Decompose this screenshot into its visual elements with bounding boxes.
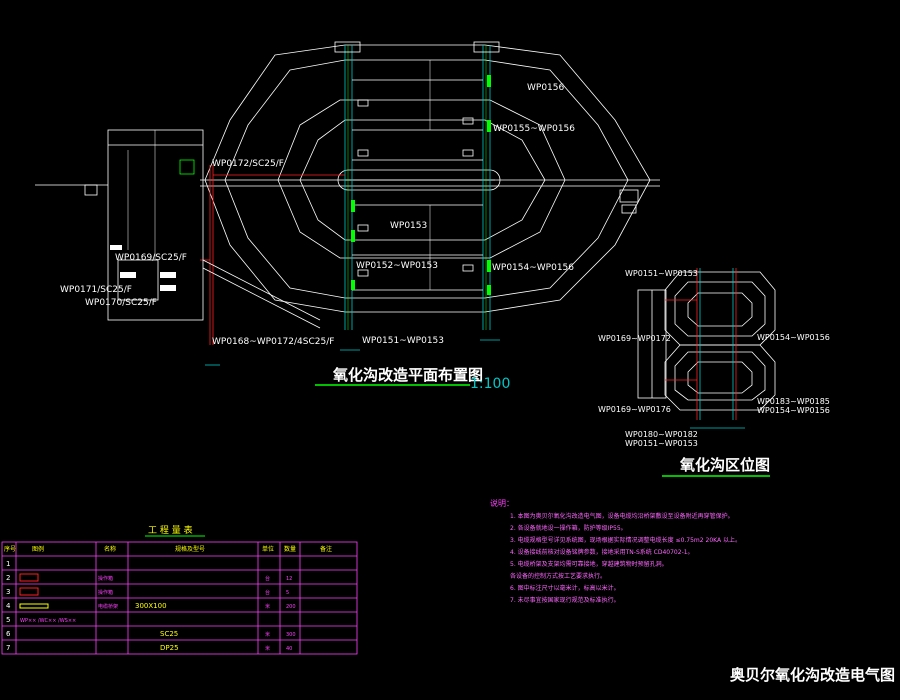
table-row-no: 6 — [6, 630, 11, 638]
legend-text: WP×× /WC×× /WS×× — [20, 618, 76, 624]
table-row-no: 5 — [6, 616, 10, 624]
table-cell-unit: 米 — [265, 603, 270, 610]
note-line: 2. 各设备就地设一操作箱，防护等级IP55。 — [510, 524, 627, 532]
table-cell-qty: 300 — [286, 632, 296, 638]
label-wp0156: WP0156 — [527, 83, 565, 93]
loc-label-wp0180-0182: WP0180~WP0182 — [625, 430, 698, 439]
oxidation-ditch-plan — [35, 41, 660, 366]
label-wp0168-4sc25: WP0168~WP0172/4SC25/F — [212, 337, 334, 347]
legend-box-icon — [19, 587, 39, 596]
table-cell-unit: 米 — [265, 631, 270, 638]
drawing-title: 奥贝尔氧化沟改造电气图 — [730, 666, 895, 684]
table-cell-qty: 12 — [286, 576, 292, 582]
label-wp0153: WP0153 — [390, 221, 427, 231]
table-cell-unit: 台 — [265, 589, 270, 596]
table-header: 图例 — [32, 545, 44, 553]
note-line: 5. 电缆桥架及支架均需可靠接地，穿越建筑物时预留孔洞。 — [510, 560, 668, 568]
quantity-table: 工 程 量 表 序号 图例 名称 规格及型号 单位 数量 备注 1 2 3 — [1, 524, 358, 655]
table-header: 备注 — [320, 545, 332, 553]
loc-label-wp0169-0172: WP0169~WP0172 — [598, 334, 671, 343]
note-line: 1. 本图为奥贝尔氧化沟改造电气图，设备电缆均沿桥架敷设至设备附近再穿管保护。 — [510, 512, 734, 520]
table-cell-qty: 5 — [286, 590, 289, 596]
table-row-no: 2 — [6, 574, 10, 582]
label-wp0171-sc25: WP0171/SC25/F — [60, 285, 132, 295]
loc-label-wp0154-0156-b: WP0154~WP0156 — [757, 406, 830, 415]
table-cell-qty: 200 — [286, 604, 296, 610]
loc-label-wp0151-0153-b: WP0151~WP0153 — [625, 439, 698, 448]
table-cell-qty: 40 — [286, 646, 292, 652]
note-line: 3. 电缆规格型号详见系统图，现场根据实际情况调整电缆长度 ≤0.75m2 20… — [510, 536, 741, 544]
legend-box-icon — [19, 573, 39, 582]
design-notes: 说明： 1. 本图为奥贝尔氧化沟改造电气图，设备电缆均沿桥架敷设至设备附近再穿管… — [490, 498, 741, 604]
table-cell-name: 操作箱 — [98, 575, 113, 582]
notes-heading: 说明： — [490, 498, 514, 508]
label-wp0169-sc25: WP0169/SC25/F — [115, 253, 187, 263]
note-line: 7. 未尽事宜按国家现行规范及标准执行。 — [510, 596, 620, 604]
label-wp0172-sc25: WP0172/SC25/F — [212, 159, 284, 169]
table-cell-unit: 米 — [265, 645, 270, 652]
plan-title: 氧化沟改造平面布置图 — [332, 366, 483, 384]
note-line: 各设备的控制方式按工艺要求执行。 — [510, 572, 606, 580]
table-header: 规格及型号 — [175, 545, 205, 553]
table-row-no: 1 — [6, 560, 10, 568]
loc-label-wp0169-0176: WP0169~WP0176 — [598, 405, 671, 414]
table-header: 数量 — [284, 545, 296, 553]
table-header: 序号 — [4, 545, 16, 553]
table-cell-name: 电缆桥架 — [98, 603, 118, 610]
table-cell-unit: 台 — [265, 575, 270, 582]
label-wp0170-sc25: WP0170/SC25/F — [85, 298, 157, 308]
note-line: 6. 图中标注尺寸以毫米计，标高以米计。 — [510, 584, 620, 592]
table-row-no: 7 — [6, 644, 10, 652]
table-cell-spec: 300X100 — [135, 602, 167, 610]
label-wp0152-0153: WP0152~WP0153 — [356, 261, 438, 271]
table-row-no: 4 — [6, 602, 11, 610]
table-cell-name: 操作箱 — [98, 589, 113, 596]
table-header: 单位 — [262, 545, 274, 553]
table-title: 工 程 量 表 — [148, 524, 193, 536]
table-cell-spec: SC25 — [160, 630, 178, 638]
table-header: 名称 — [104, 545, 116, 553]
legend-tray-icon — [19, 603, 49, 609]
label-wp0154-0156: WP0154~WP0156 — [492, 263, 574, 273]
label-wp0151-0153: WP0151~WP0153 — [362, 336, 444, 346]
loc-label-wp0154-0156-right: WP0154~WP0156 — [757, 333, 830, 342]
table-row-no: 3 — [6, 588, 10, 596]
location-labels: WP0151~WP0153 WP0169~WP0172 WP0154~WP015… — [598, 269, 830, 448]
table-cell-spec: DP25 — [160, 644, 179, 652]
loc-label-wp0151-0153-top: WP0151~WP0153 — [625, 269, 698, 278]
label-wp0155-0156: WP0155~WP0156 — [493, 124, 575, 134]
loc-label-wp0183-0185: WP0183~WP0185 — [757, 397, 830, 406]
location-map — [637, 268, 776, 429]
note-line: 4. 设备接线前核对设备铭牌参数，接地采用TN-S系统 CD40702-1。 — [510, 548, 694, 556]
location-title: 氧化沟区位图 — [679, 456, 770, 474]
plan-scale: 1:100 — [470, 376, 510, 392]
plan-labels: WP0172/SC25/F WP0169/SC25/F WP0171/SC25/… — [60, 83, 575, 347]
